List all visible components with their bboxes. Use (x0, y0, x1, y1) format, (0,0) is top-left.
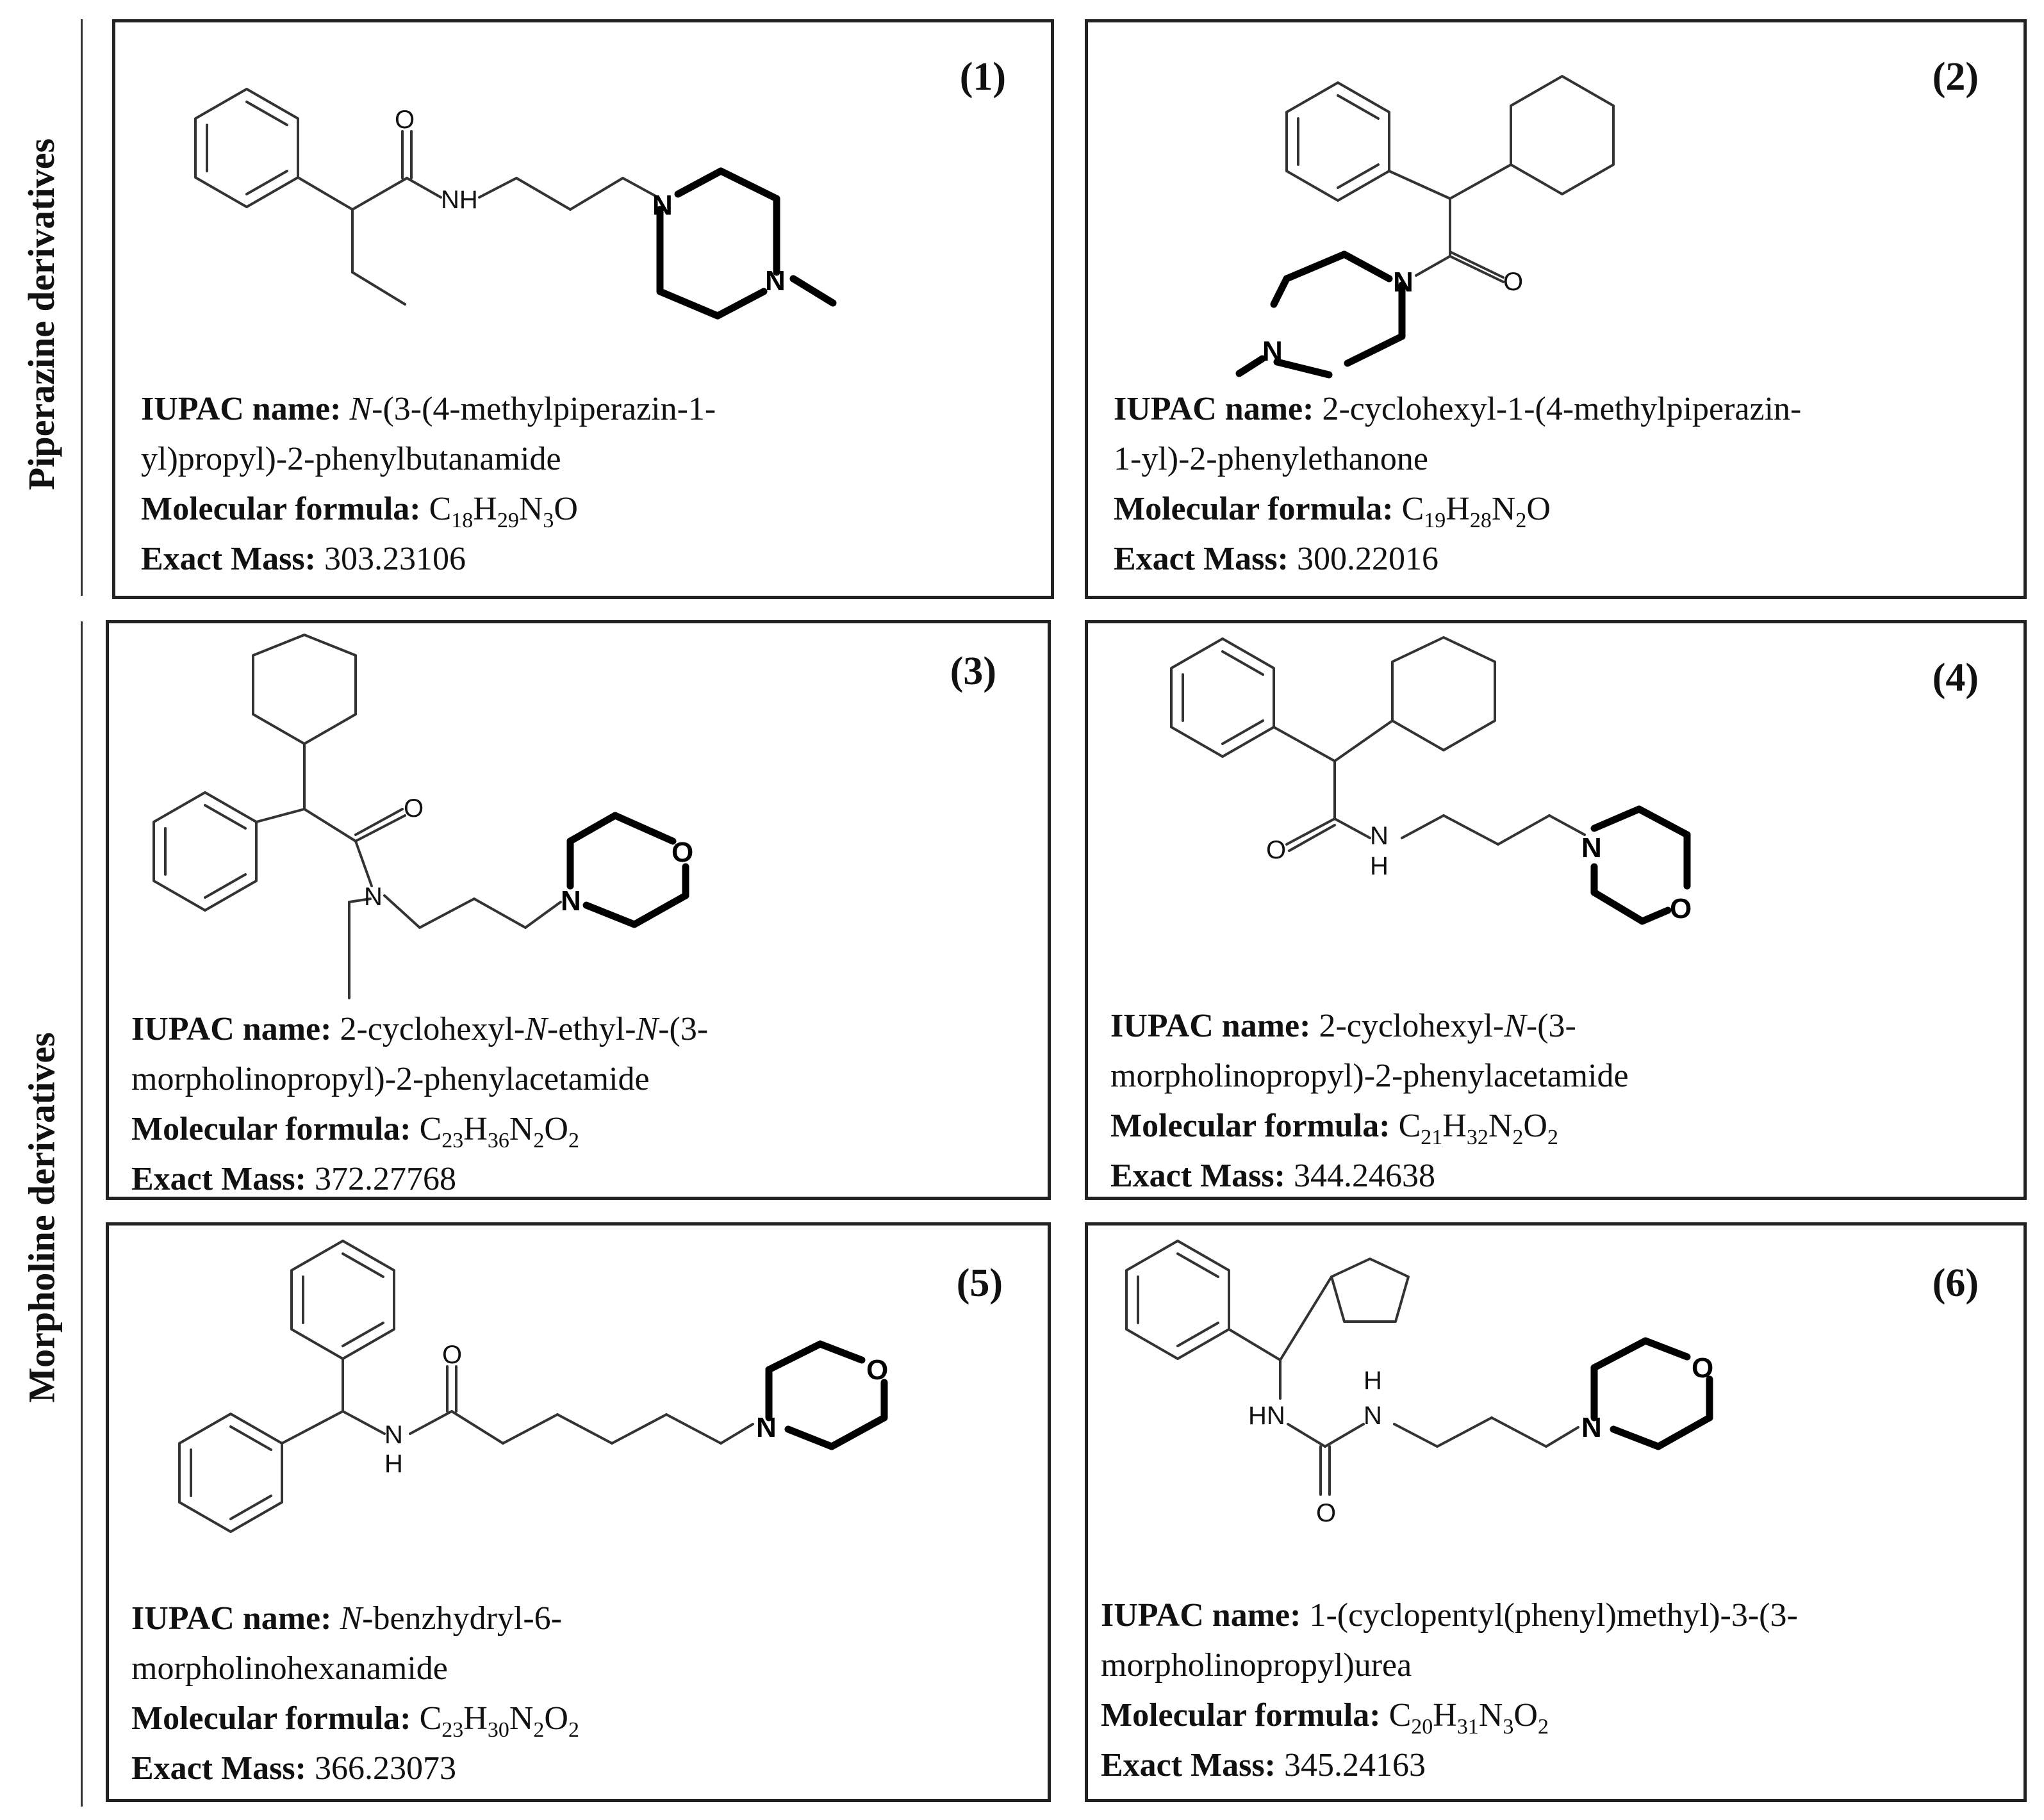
benzene-ring (290, 1240, 395, 1360)
svg-text:HN: HN (1248, 1402, 1285, 1430)
cyclohexane-ring (252, 634, 357, 745)
compound-panel-2: (2) O N N (1085, 19, 2027, 599)
svg-text:O: O (404, 794, 424, 823)
morpholine-ring (1590, 805, 1691, 925)
benzene-ring (152, 791, 258, 912)
structure-diagram: HN H N O N O (1125, 1240, 1713, 1527)
structure-diagram: O N N O (152, 634, 693, 999)
compound-info: IUPAC name: 1-(cyclopentyl(phenyl)methyl… (1101, 1597, 1798, 1783)
cyclohexane-ring (1510, 75, 1615, 195)
benzene-ring (178, 1413, 283, 1533)
compound-number: (4) (1932, 656, 1979, 700)
morpholine-ring (566, 812, 689, 928)
svg-text:N: N (652, 190, 673, 221)
benzene-ring (1285, 81, 1390, 202)
svg-text:O: O (395, 106, 415, 134)
svg-text:O: O (442, 1341, 462, 1369)
svg-text:O: O (1266, 836, 1286, 864)
svg-text:N: N (1393, 266, 1413, 298)
compound-info: IUPAC name: 2-cyclohexyl-1-(4-methylpipe… (1114, 391, 1802, 577)
svg-text:N: N (384, 1421, 403, 1449)
morpholine-ring (765, 1340, 888, 1450)
compound-number: (2) (1932, 55, 1979, 99)
structure-diagram: O N H N O (1170, 636, 1692, 925)
compound-panel-5: (5) (106, 1222, 1051, 1802)
svg-text:N: N (364, 883, 383, 911)
compound-panel-4: (4) O N H (1085, 620, 2027, 1200)
svg-text:O: O (1692, 1352, 1713, 1384)
compound-number: (6) (1932, 1261, 1979, 1305)
benzene-ring (1170, 637, 1275, 758)
piperazine-ring (1235, 250, 1406, 379)
svg-text:N: N (1581, 832, 1602, 864)
svg-text:O: O (866, 1354, 888, 1386)
svg-text:N: N (1364, 1402, 1382, 1430)
benzene-ring (1125, 1240, 1230, 1360)
structure-diagram: O NH N N (194, 88, 837, 320)
compound-info: IUPAC name: N-(3-(4-methylpiperazin-1- y… (141, 391, 716, 577)
compound-info: IUPAC name: 2-cyclohexyl-N-ethyl-N-(3- m… (131, 1011, 709, 1197)
svg-text:N: N (561, 885, 581, 917)
compound-panel-6: (6) HN H N (1085, 1222, 2027, 1802)
compound-panel-1: (1) O NH N (112, 19, 1054, 599)
svg-text:H: H (1364, 1366, 1382, 1395)
piperazine-ring (656, 167, 837, 320)
svg-text:O: O (1503, 268, 1523, 296)
svg-text:O: O (1316, 1499, 1336, 1527)
compound-info: IUPAC name: 2-cyclohexyl-N-(3- morpholin… (1110, 1008, 1629, 1194)
svg-text:H: H (384, 1450, 403, 1478)
compound-number: (5) (956, 1261, 1003, 1305)
cyclopentane-ring (1330, 1258, 1410, 1323)
compound-number: (3) (950, 650, 996, 693)
svg-text:N: N (1262, 336, 1283, 367)
svg-text:N: N (756, 1412, 777, 1443)
svg-text:N: N (1581, 1412, 1602, 1443)
cyclohexane-ring (1391, 636, 1496, 751)
section-label-piperazine: Piperazine derivatives (21, 138, 63, 490)
svg-text:N: N (765, 265, 786, 297)
svg-text:H: H (1370, 852, 1389, 880)
section-divider-piperazine (81, 19, 83, 596)
structure-diagram: O N H N O (178, 1240, 888, 1533)
morpholine-ring (1590, 1337, 1713, 1450)
section-divider-morpholine (81, 621, 83, 1807)
svg-text:O: O (1670, 893, 1692, 924)
svg-text:N: N (1370, 822, 1389, 850)
svg-text:O: O (672, 837, 693, 868)
compound-info: IUPAC name: N-benzhydryl-6- morpholinohe… (131, 1600, 579, 1787)
compound-panel-3: (3) O N (106, 620, 1051, 1200)
compound-number: (1) (959, 55, 1006, 99)
structure-diagram: O N N (1235, 75, 1615, 379)
benzene-ring (194, 88, 299, 208)
section-label-morpholine: Morpholine derivatives (21, 1031, 63, 1403)
svg-text:NH: NH (441, 186, 478, 214)
